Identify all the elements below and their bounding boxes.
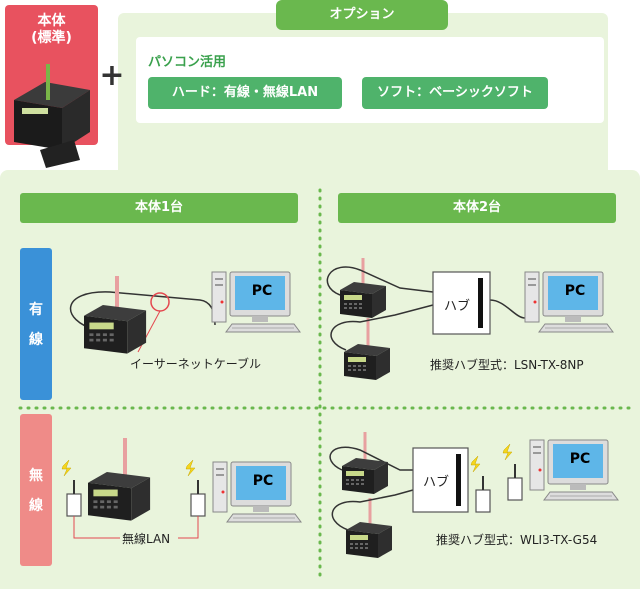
wireless-hub-model-label: 推奨ハブ型式：WLI3-TX-G54 [436, 533, 598, 547]
wired-hub-model-label: 推奨ハブ型式：LSN-TX-8NP [430, 358, 584, 372]
hub-label-wireless: ハブ [423, 475, 450, 490]
main-unit-label: 本体 (標準) [31, 13, 72, 46]
software-button[interactable]: ソフト：ベーシックソフト [362, 77, 548, 109]
row-wired-char-2: 線 [29, 332, 43, 348]
pc-label-wireless-2: PC [569, 451, 591, 467]
option-box: パソコン活用 ハード：有線・無線LAN ソフト：ベーシックソフト [136, 37, 604, 123]
wired-one-unit [69, 271, 301, 354]
row-wired: 有 線 [20, 248, 52, 400]
row-wireless-char-2: 線 [29, 498, 43, 514]
pc-label-wired-2: PC [564, 283, 586, 299]
column-two-units: 本体2台 [338, 193, 616, 223]
wireless-one-unit [61, 438, 302, 539]
wireless-lan-label: 無線LAN [122, 532, 171, 546]
pc-label-wired-1: PC [251, 283, 273, 299]
wireless-two-units [329, 432, 619, 558]
pc-label-wireless-1: PC [252, 473, 274, 489]
option-tab: オプション [276, 0, 448, 30]
column-one-unit: 本体1台 [20, 193, 298, 223]
wired-two-units [326, 258, 614, 380]
row-wireless-char-1: 無 [29, 468, 43, 484]
hub-label-wired: ハブ [444, 299, 471, 314]
pc-use-title: パソコン活用 [148, 55, 227, 70]
plus-sign: + [99, 58, 125, 93]
hardware-button[interactable]: ハード：有線・無線LAN [148, 77, 342, 109]
ethernet-cable-label: イーサーネットケーブル [130, 357, 262, 371]
row-wired-char-1: 有 [29, 302, 43, 318]
row-wireless: 無 線 [20, 414, 52, 566]
main-unit-photo [14, 64, 90, 168]
